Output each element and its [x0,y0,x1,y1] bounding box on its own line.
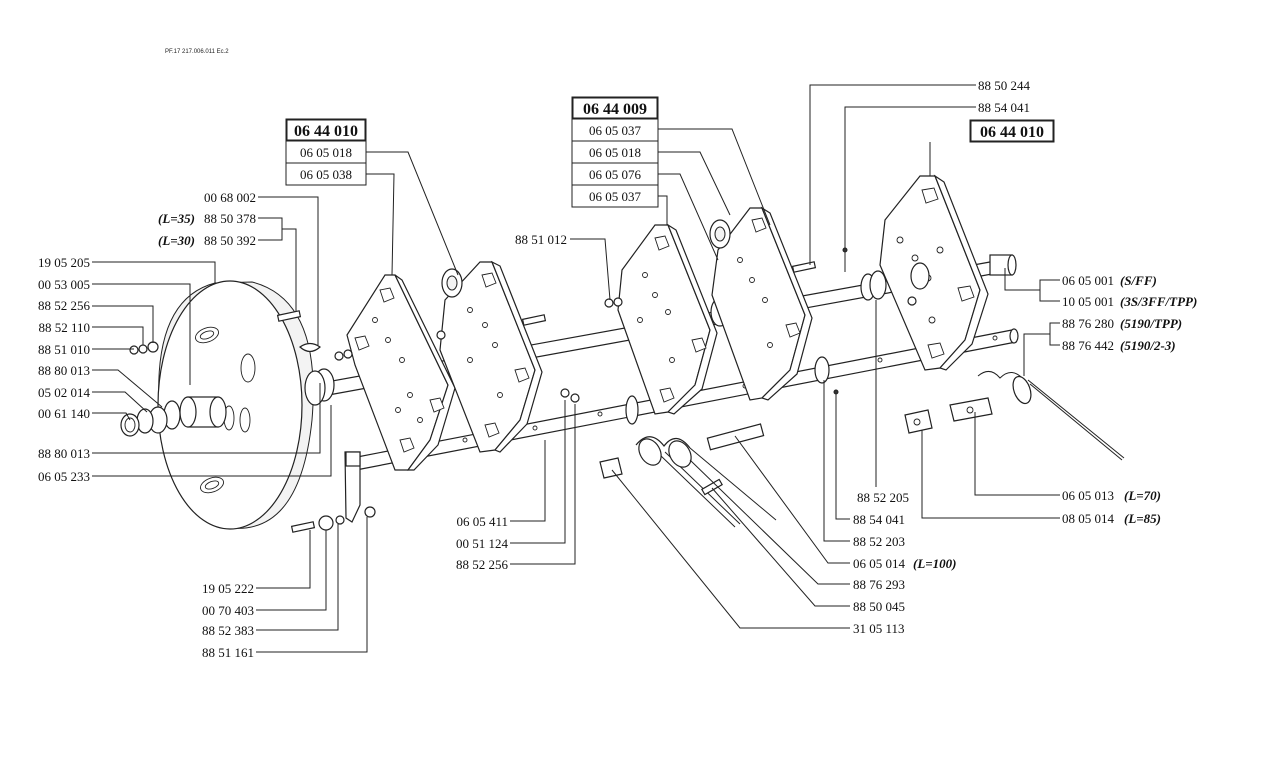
callout-label: 88 76 280 [1062,316,1114,331]
plate-1 [346,274,456,471]
callout-note: (L=35) [158,211,195,226]
assembly-part: 06 05 018 [589,145,641,160]
callout-note: (5190/TPP) [1120,316,1182,331]
end-disc [157,280,314,530]
assembly-part: 06 05 038 [300,167,352,182]
callout-label: 88 80 013 [38,363,90,378]
callout-label: 00 68 002 [204,190,256,205]
assembly-part: 06 05 037 [589,123,642,138]
assembly-code: 06 44 010 [294,123,358,140]
callout-label: 06 05 001 [1062,273,1114,288]
assembly-box-1: 06 44 010 06 05 018 06 05 038 [285,118,367,186]
crank-arm [344,451,361,523]
callout-note: (L=70) [1124,488,1161,503]
callout-label: 88 50 392 [204,233,256,248]
callouts-top-right: 88 50 244 88 54 041 [978,78,1031,115]
callout-note: (S/FF) [1120,273,1157,288]
callout-label: 10 05 001 [1062,294,1114,309]
callouts-left: 00 68 002 88 50 378 (L=35) 88 50 392 (L=… [38,190,256,484]
callout-note: (L=100) [913,556,957,571]
assembly-part: 06 05 018 [300,145,352,160]
callout-note: (5190/2-3) [1120,338,1176,353]
callout-label: 88 76 442 [1062,338,1114,353]
callout-label: 88 52 383 [202,623,254,638]
callout-label: 88 51 012 [515,232,567,247]
callout-label: 31 05 113 [853,621,905,636]
callouts-center: 88 51 012 06 05 411 00 51 124 88 52 256 [456,232,567,572]
callouts-bottom-right: 88 52 205 88 54 041 88 52 203 06 05 014 … [853,490,957,636]
plate-3 [617,223,718,415]
callout-label: 06 05 233 [38,469,90,484]
assembly-part: 06 05 076 [589,167,642,182]
callouts-right: 06 05 001 (S/FF) 10 05 001 (3S/3FF/TPP) … [1062,273,1197,526]
callout-label: 00 61 140 [38,406,90,421]
document-header: PF.17 217.006.011 Ec.2 [165,49,229,55]
callout-label: 19 05 205 [38,255,90,270]
callout-label: 88 52 205 [857,490,909,505]
assembly-code: 06 44 010 [980,124,1044,141]
fasteners [129,247,917,533]
callout-label: 00 51 124 [456,536,509,551]
callout-label: 88 80 013 [38,446,90,461]
callout-label: 88 52 110 [38,320,90,335]
assembly-code: 06 44 009 [583,101,647,118]
callout-label: 06 05 014 [853,556,906,571]
callout-label: 88 52 203 [853,534,905,549]
assembly-box-3: 06 44 010 [969,119,1055,143]
callout-label: 88 76 293 [853,577,905,592]
callout-label: 06 05 411 [456,514,508,529]
left-hub [120,396,227,437]
callout-label: 06 05 013 [1062,488,1114,503]
callout-note: (3S/3FF/TPP) [1120,294,1197,309]
plate-2 [439,260,543,453]
callout-note: (L=85) [1124,511,1161,526]
callout-label: 88 52 256 [456,557,509,572]
callout-label: 88 51 161 [202,645,254,660]
callout-label: 88 54 041 [978,100,1030,115]
callout-label: 88 50 244 [978,78,1031,93]
plate-4 [709,206,813,401]
assembly-box-2: 06 44 009 06 05 037 06 05 018 06 05 076 … [571,96,659,208]
callout-label: 00 53 005 [38,277,90,292]
callout-label: 88 52 256 [38,298,91,313]
callout-label: 88 51 010 [38,342,90,357]
leader-lines [92,84,1060,653]
callout-label: 88 54 041 [853,512,905,527]
tine-parts [599,371,1125,528]
callout-label: 88 50 045 [853,599,905,614]
callouts-bottom-left: 19 05 222 00 70 403 88 52 383 88 51 161 [202,581,254,660]
plate-5 [879,174,989,371]
callout-label: 05 02 014 [38,385,91,400]
assembly-part: 06 05 037 [589,189,642,204]
callout-label: 08 05 014 [1062,511,1115,526]
callout-note: (L=30) [158,233,195,248]
assembly-drawing [120,174,1125,533]
callout-label: 00 70 403 [202,603,254,618]
callout-label: 19 05 222 [202,581,254,596]
callout-label: 88 50 378 [204,211,256,226]
